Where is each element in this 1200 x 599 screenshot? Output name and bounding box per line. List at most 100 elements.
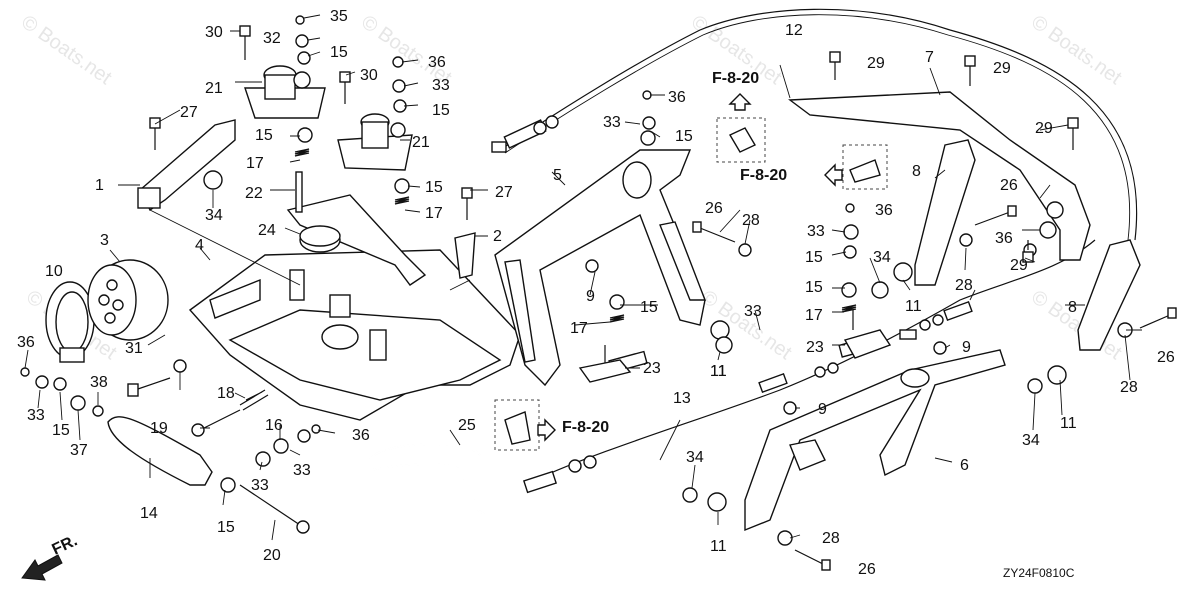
leader-lines [24, 14, 1142, 541]
part-6-arm [744, 349, 1006, 532]
callout: 15 [675, 128, 693, 145]
part-31-bolt [127, 377, 171, 397]
cable-13 [534, 239, 1096, 481]
callout: 28 [955, 277, 973, 294]
callout: 1 [95, 177, 104, 194]
part-19-bolt [191, 409, 241, 437]
callout: 36 [17, 334, 35, 351]
callout: 15 [805, 249, 823, 266]
callout: 21 [205, 80, 223, 97]
callout: 16 [265, 417, 283, 434]
callout: 35 [330, 8, 348, 25]
part-2-clip [449, 232, 476, 291]
ref-label-top: F-8-20 [712, 70, 759, 87]
part-37-clip [1039, 221, 1057, 239]
callout: 38 [90, 374, 108, 391]
cable-end-mid [899, 300, 973, 340]
callout: 34 [1022, 432, 1040, 449]
callout: 11 [710, 363, 727, 380]
callout: 30 [360, 67, 378, 84]
callout: 4 [195, 237, 204, 254]
front-arrow-icon: FR. [21, 532, 81, 581]
callout: 33 [251, 477, 269, 494]
callout: 33 [807, 223, 825, 240]
callout: 25 [458, 417, 476, 434]
callout: 37 [70, 442, 88, 459]
part-23-lever [578, 359, 632, 383]
part-4-case [188, 249, 521, 421]
part-8-link-lower [1077, 239, 1141, 351]
callout: 2 [493, 228, 502, 245]
cable-12 [499, 8, 1138, 241]
callout: 7 [925, 49, 934, 66]
part-21-right [337, 113, 413, 171]
springs-17 [294, 148, 857, 323]
part-35-clamp [203, 170, 223, 190]
callout: 9 [962, 339, 971, 356]
callout: 15 [432, 102, 450, 119]
callout: 28 [1120, 379, 1138, 396]
bolt-hardware [149, 25, 1177, 571]
callout: 33 [744, 303, 762, 320]
callout: 9 [586, 288, 595, 305]
callout: 15 [255, 127, 273, 144]
part-7-arm [788, 91, 1091, 261]
callout: 32 [263, 30, 281, 47]
callout: 17 [805, 307, 823, 324]
callout: 33 [432, 77, 450, 94]
callout: 17 [570, 320, 588, 337]
callout: 21 [412, 134, 430, 151]
callout: 10 [45, 263, 63, 280]
cable-12-inner [504, 14, 1130, 241]
callout: 15 [805, 279, 823, 296]
callout: 34 [205, 207, 223, 224]
part-8-link-upper [914, 139, 976, 286]
callout-labels: 1 2 3 4 5 6 7 8 8 9 9 9 10 11 11 11 11 1… [17, 8, 1175, 578]
callout: 34 [873, 249, 891, 266]
front-label: FR. [50, 532, 81, 558]
part-14-cover [107, 416, 213, 486]
callout: 34 [686, 449, 704, 466]
callout: 30 [205, 24, 223, 41]
callout: 36 [668, 89, 686, 106]
callout: 15 [330, 44, 348, 61]
part-24-plug [299, 225, 341, 253]
callout: 17 [246, 155, 264, 172]
callout: 11 [1060, 415, 1077, 432]
watermark: © Boats.net [17, 11, 116, 89]
callout: 15 [640, 299, 658, 316]
callout: 22 [245, 185, 263, 202]
callout: 26 [1000, 177, 1018, 194]
ref-box-bottom: F-8-20 [494, 399, 609, 451]
callout: 18 [217, 385, 235, 402]
cable-end-13 [522, 362, 839, 494]
part-3-grommet [87, 259, 169, 341]
callout: 28 [822, 530, 840, 547]
part-23-lever [843, 329, 892, 359]
callout: 13 [673, 390, 691, 407]
callout: 3 [100, 232, 109, 249]
callout: 28 [742, 212, 760, 229]
callout: 11 [710, 538, 727, 555]
callout: 8 [1068, 299, 1077, 316]
callout: 31 [125, 340, 143, 357]
callout: 36 [995, 230, 1013, 247]
callout: 23 [806, 339, 824, 356]
callout: 15 [217, 519, 235, 536]
ref-box-right: F-8-20 [740, 144, 888, 190]
part-21-left [244, 65, 326, 119]
ref-label-right: F-8-20 [740, 167, 787, 184]
ref-label-bottom: F-8-20 [562, 419, 609, 436]
callout: 26 [1157, 349, 1175, 366]
callout: 27 [495, 184, 513, 201]
callout: 14 [140, 505, 158, 522]
callout: 33 [293, 462, 311, 479]
callout: 11 [710, 363, 727, 380]
callout: 26 [705, 200, 723, 217]
callout: 8 [912, 163, 921, 180]
callout: 24 [258, 222, 276, 239]
callout: 27 [180, 104, 198, 121]
callout: 20 [263, 547, 281, 564]
callout: 29 [1035, 120, 1053, 137]
